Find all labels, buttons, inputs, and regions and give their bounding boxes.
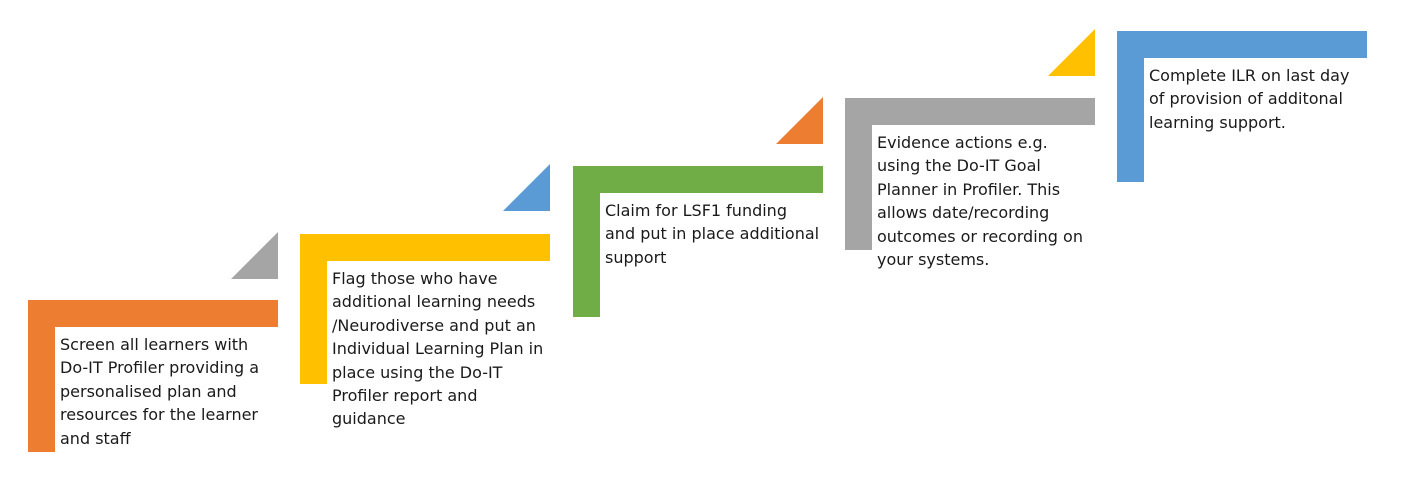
- step-5-bar-left: [1117, 31, 1144, 182]
- step-1-triangle: [231, 232, 278, 279]
- step-2-triangle: [503, 164, 550, 211]
- step-3-text: Claim for LSF1 funding and put in place …: [605, 201, 820, 267]
- step-4-bar-left: [845, 98, 872, 250]
- step-5-text: Complete ILR on last day of provision of…: [1149, 66, 1350, 132]
- step-4-bar-top: [845, 98, 1095, 125]
- step-3-bar-left: [573, 166, 600, 317]
- step-1-bar-left: [28, 300, 55, 452]
- step-5-bar-top: [1117, 31, 1367, 58]
- step-4-text: Evidence actions e.g. using the Do-IT Go…: [877, 133, 1083, 270]
- step-2-text: Flag those who have additional learning …: [332, 269, 544, 429]
- step-2-bar-top: [300, 234, 550, 261]
- step-3-triangle: [776, 97, 823, 144]
- step-1-text: Screen all learners with Do-IT Profiler …: [60, 335, 260, 448]
- step-4-triangle: [1048, 29, 1095, 76]
- step-2-bar-left: [300, 234, 327, 384]
- step-3-bar-top: [573, 166, 823, 193]
- step-1-bar-top: [28, 300, 278, 327]
